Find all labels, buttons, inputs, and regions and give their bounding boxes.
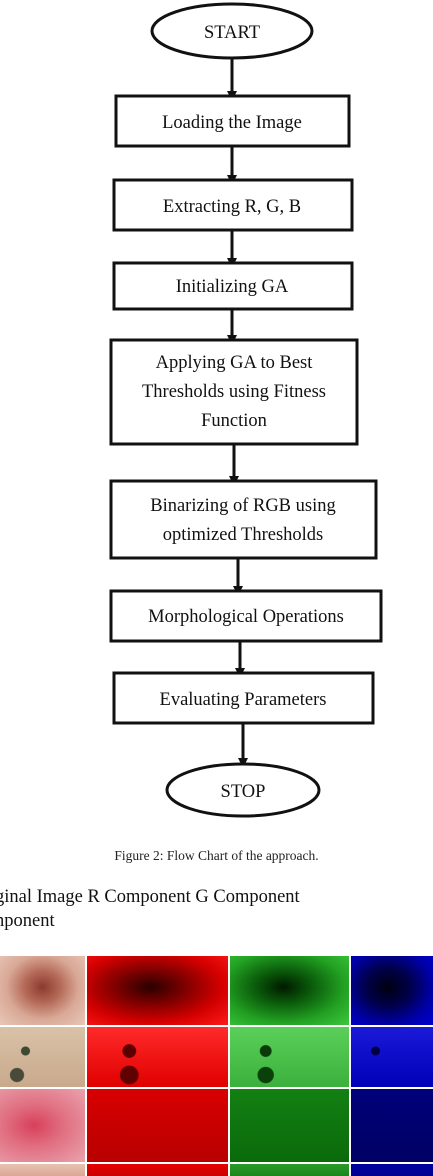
process-step-label: Initializing GA xyxy=(176,277,289,297)
original-image-tile xyxy=(0,1089,85,1162)
red-component-tile xyxy=(87,1164,228,1176)
process-step-label: Function xyxy=(201,411,267,431)
process-step-label: Thresholds using Fitness xyxy=(142,382,326,402)
component-header-row: ginal Image R Component G Component xyxy=(0,887,300,908)
green-component-tile xyxy=(230,956,349,1025)
process-step-label: Evaluating Parameters xyxy=(160,690,327,710)
blue-component-tile xyxy=(351,1089,433,1162)
figure-caption: Figure 2: Flow Chart of the approach. xyxy=(0,848,433,864)
blue-component-tile xyxy=(351,1164,433,1176)
process-step-label: Loading the Image xyxy=(162,113,302,133)
blue-component-tile xyxy=(351,1027,433,1087)
blue-component-tile xyxy=(351,956,433,1025)
original-image-tile xyxy=(0,1164,85,1176)
process-step-label: optimized Thresholds xyxy=(163,525,323,545)
green-component-tile xyxy=(230,1027,349,1087)
flowchart: START Loading the Image Extracting R, G,… xyxy=(0,0,433,830)
process-step-label: Morphological Operations xyxy=(148,607,344,627)
process-step-binarizing xyxy=(111,481,376,558)
process-step-label: Binarizing of RGB using xyxy=(150,496,336,516)
stop-label: STOP xyxy=(221,782,266,802)
process-step-label: Applying GA to Best xyxy=(156,353,314,373)
green-component-tile xyxy=(230,1164,349,1176)
red-component-tile xyxy=(87,1089,228,1162)
green-component-tile xyxy=(230,1089,349,1162)
original-image-tile xyxy=(0,956,85,1025)
red-component-tile xyxy=(87,1027,228,1087)
process-step-label: Extracting R, G, B xyxy=(163,197,301,217)
original-image-tile xyxy=(0,1027,85,1087)
start-label: START xyxy=(204,23,260,43)
component-header-continuation: nponent xyxy=(0,911,55,932)
component-image-grid xyxy=(0,956,433,1176)
red-component-tile xyxy=(87,956,228,1025)
